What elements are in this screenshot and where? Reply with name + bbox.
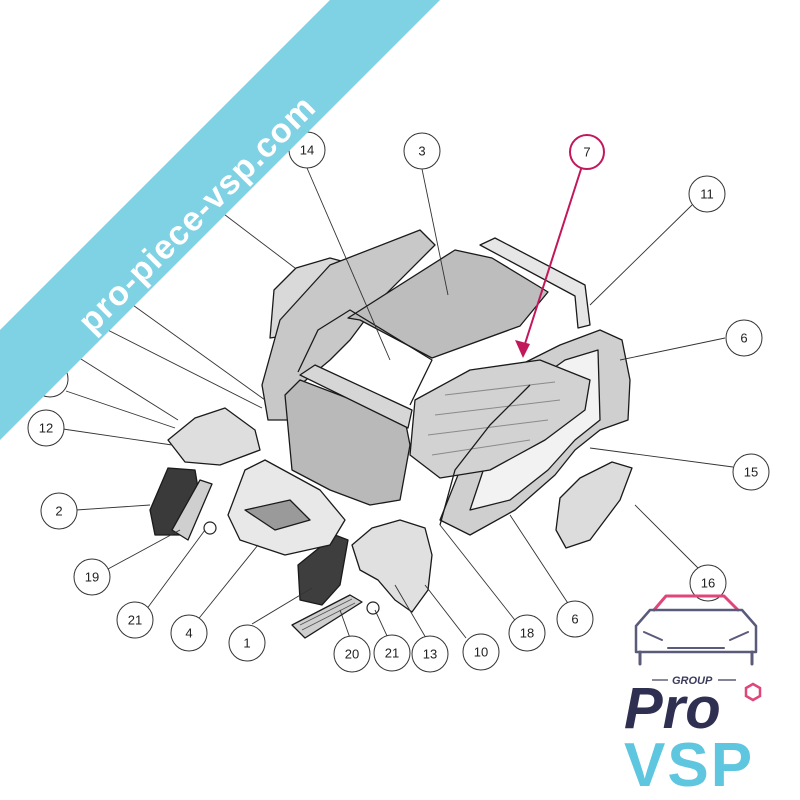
logo-hexagon-icon [744,682,762,702]
callout-15: 15 [732,453,770,491]
callout-3: 3 [403,132,441,170]
callout-label: 3 [418,144,425,159]
callout-label: 13 [423,647,437,662]
watermark-banner: pro-piece-vsp.com [0,0,440,440]
callout-18: 18 [508,614,546,652]
part-3-roof-panel [347,249,549,359]
callout-21-left: 21 [116,601,154,639]
callout-4: 4 [170,614,208,652]
part-15-floor-pan [409,359,591,479]
callout-20: 20 [333,635,371,673]
callout-label: 12 [39,421,53,436]
callout-label: 20 [345,647,359,662]
dash-crossmember [299,364,413,429]
callout-label: 1 [243,636,250,651]
sill-strip-ribs [299,598,356,631]
leader-lines [62,165,734,639]
callout-label: 14 [300,143,314,158]
callouts: 14 3 7 17 11 8 22 6 9 23 12 15 2 16 19 2… [27,131,770,673]
callout-label: 6 [740,331,747,346]
part-19-side-strip [171,479,213,541]
callout-19: 19 [73,558,111,596]
pro-vsp-logo: GROUP Pro VSP [624,594,762,800]
callout-1: 1 [228,624,266,662]
callout-label: 16 [701,576,715,591]
callout-label: 2 [55,504,62,519]
front-door-frame [439,384,531,526]
callout-label: 21 [385,646,399,661]
callout-16: 16 [689,564,727,602]
callout-2: 2 [40,492,78,530]
callout-11: 11 [688,175,726,213]
callout-label: 11 [700,187,714,202]
windshield-frame [297,309,433,406]
hood-vent [244,499,311,531]
watermark-stripe [0,0,440,440]
callout-12: 12 [27,409,65,447]
callout-label: 6 [571,612,578,627]
callout-label: 10 [474,645,488,660]
callout-10: 10 [462,633,500,671]
callout-13: 13 [411,635,449,673]
part-21-clip-right [366,601,380,615]
logo-vsp-text: VSP [624,731,754,800]
callout-label: 7 [583,145,590,160]
callout-6-top: 6 [725,319,763,357]
callout-label: 18 [520,626,534,641]
callout-label: 4 [185,626,192,641]
arrowhead-highlighted [515,340,530,358]
callout-label: 21 [128,613,142,628]
logo-pro-text: Pro [624,676,721,741]
part-13-front-fender [351,519,433,613]
callout-6-bottom: 6 [556,600,594,638]
part-21-clip-left [203,521,217,535]
logo-group-label: GROUP [672,675,713,687]
callout-label: 15 [744,465,758,480]
callout-21-right: 21 [373,634,411,672]
part-12-rear-wheel-arch [167,407,261,466]
part-11-roof-rail [479,237,591,329]
callout-label: 19 [85,570,99,585]
callout-7-highlighted: 7 [569,134,605,170]
logo-car-outline-icon [634,594,758,666]
part-16-front-fender-piece [555,461,633,549]
leader-highlighted [522,165,583,351]
car-body-drawing [149,229,633,639]
part-20-sill-strip [291,594,363,639]
